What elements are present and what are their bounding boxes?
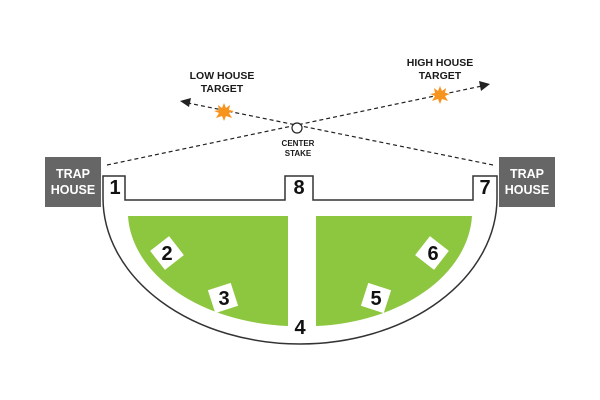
grass-area-left: [128, 216, 288, 326]
low-house-target-label-line-1: LOW HOUSE: [190, 70, 255, 82]
grass-area-right: [316, 216, 472, 326]
trap-house-right-line-2: HOUSE: [505, 183, 549, 197]
station-number-4: 4: [294, 317, 306, 339]
station-number-1: 1: [109, 177, 120, 199]
center-stake-label-line-2: STAKE: [285, 149, 312, 158]
field-boundary: [102, 175, 498, 201]
arrowhead-right-icon: [479, 81, 490, 91]
low-house-target-starburst-icon: [214, 103, 234, 121]
station-marker-3: [207, 282, 239, 314]
trap-house-left: [45, 157, 101, 207]
station-number-7: 7: [479, 177, 490, 199]
arrowhead-left-icon: [180, 98, 191, 107]
station-number-8: 8: [293, 177, 304, 199]
station-marker-5: [360, 282, 392, 314]
center-stake-label-line-1: CENTER: [282, 139, 315, 148]
high-house-target-label-line-2: TARGET: [419, 70, 462, 82]
station-number-6: 6: [427, 243, 438, 265]
station-number-2: 2: [161, 243, 172, 265]
flight-path-low-house: [187, 102, 494, 166]
trap-house-left-line-2: HOUSE: [51, 183, 95, 197]
center-stake-circle-icon: [291, 122, 303, 134]
trap-house-left-line-1: TRAP: [56, 167, 90, 181]
high-house-target-starburst-icon: [430, 86, 450, 104]
outer-arc: [102, 197, 498, 345]
station-number-5: 5: [370, 288, 381, 310]
station-marker-6: [415, 236, 449, 270]
low-house-target-label-line-2: TARGET: [201, 83, 244, 95]
trap-house-right: [499, 157, 555, 207]
station-marker-2: [150, 236, 184, 270]
trap-house-right-line-1: TRAP: [510, 167, 544, 181]
high-house-target-label-line-1: HIGH HOUSE: [407, 57, 474, 69]
station-number-3: 3: [218, 288, 229, 310]
